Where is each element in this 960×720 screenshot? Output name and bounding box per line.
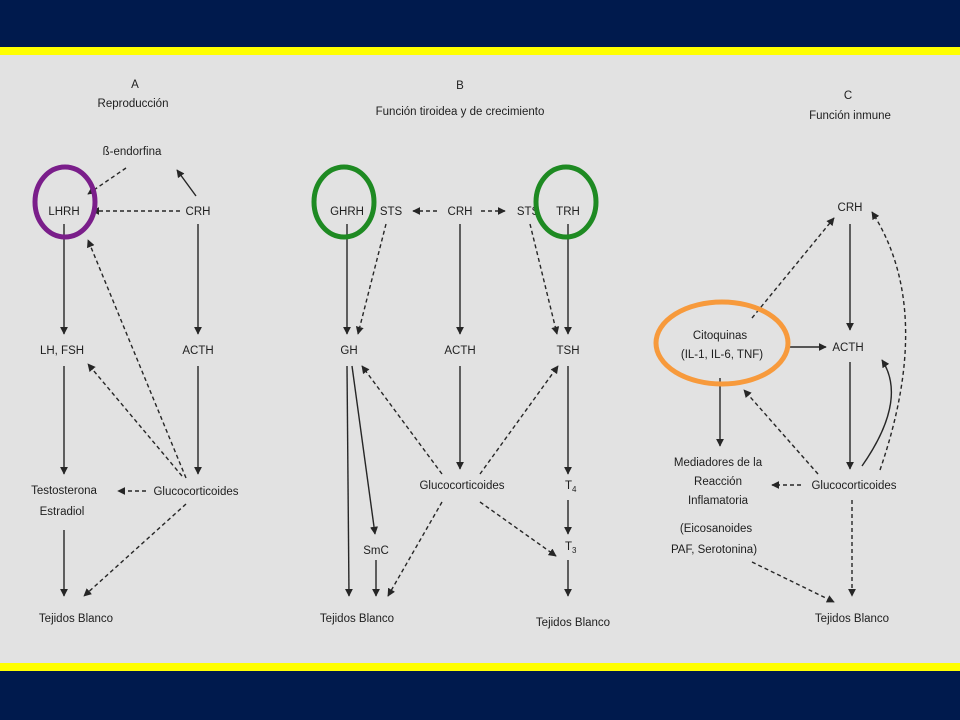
node-cytokines-line2: (IL-1, IL-6, TNF) <box>681 349 763 361</box>
node-mediators-line5: PAF, Serotonina) <box>671 544 757 556</box>
bottom-stripe <box>0 663 960 671</box>
node-crh-c: CRH <box>838 202 863 214</box>
diagram-panel <box>0 55 960 663</box>
node-glucocorticoids-b: Glucocorticoides <box>419 480 504 492</box>
node-t4: T4 <box>565 480 577 494</box>
arrow-gluco-to-lh <box>87 363 183 477</box>
t4-subscript: 4 <box>572 485 577 494</box>
arrow-crh-to-endorphin <box>176 169 197 197</box>
t4-letter: T <box>565 480 572 492</box>
node-sts-right: STS <box>517 206 540 218</box>
node-cytokines-line1: Citoquinas <box>693 330 748 342</box>
node-crh-a: CRH <box>186 206 211 218</box>
node-gh: GH <box>340 345 357 357</box>
arrow-sts-to-gh <box>355 223 387 335</box>
panel-c-title: Función inmune <box>809 110 891 122</box>
arrow-gluco-to-lhrh <box>87 239 187 479</box>
top-stripe <box>0 47 960 55</box>
node-crh-b: CRH <box>448 206 473 218</box>
node-glucocorticoids-c: Glucocorticoides <box>811 480 896 492</box>
panel-b-letter: B <box>456 80 464 92</box>
node-sts-left: STS <box>380 206 403 218</box>
node-trh: TRH <box>556 206 580 218</box>
panel-b: B Función tiroidea y de crecimiento GHRH… <box>320 80 610 629</box>
highlight-trh <box>533 164 599 240</box>
highlight-lhrh <box>32 164 98 240</box>
node-ghrh: GHRH <box>330 206 364 218</box>
arrow-gluco-to-gh <box>361 365 443 475</box>
node-lh-fsh: LH, FSH <box>40 345 84 357</box>
arrow-gluco-to-tsh <box>479 365 559 475</box>
panel-c: C Función inmune CRH Citoquinas (IL-1, I… <box>671 90 897 625</box>
node-lhrh: LHRH <box>48 206 79 218</box>
node-smc: SmC <box>363 545 389 557</box>
arrow-gh-to-smc <box>351 365 378 535</box>
arrow-cytokines-to-crh <box>751 217 835 319</box>
t3-subscript: 3 <box>572 546 577 555</box>
arrow-mediators-to-tissue <box>751 561 835 603</box>
arrow-gluco-to-acth-c <box>861 359 893 467</box>
arrow-gh-to-tissue <box>344 365 353 597</box>
panel-c-arrows <box>716 211 907 603</box>
node-testosterone: Testosterona <box>31 485 97 497</box>
node-mediators-line3: Inflamatoria <box>688 495 749 507</box>
node-acth-b: ACTH <box>444 345 475 357</box>
arrow-gluco-to-cytokines <box>743 389 819 475</box>
node-acth-c: ACTH <box>832 342 863 354</box>
node-acth-a: ACTH <box>182 345 213 357</box>
panel-c-letter: C <box>844 90 852 102</box>
node-target-tissues-b-left: Tejidos Blanco <box>320 613 394 625</box>
node-target-tissues-c: Tejidos Blanco <box>815 613 889 625</box>
node-glucocorticoids-a: Glucocorticoides <box>153 486 238 498</box>
panel-a-letter: A <box>131 79 139 91</box>
node-target-tissues-b-right: Tejidos Blanco <box>536 617 610 629</box>
highlight-cytokines <box>653 299 791 387</box>
node-beta-endorphin: ß-endorfina <box>103 146 162 158</box>
node-mediators-line4: (Eicosanoides <box>680 523 752 535</box>
arrow-sts-to-tsh <box>529 223 560 335</box>
node-mediators-line2: Reacción <box>694 476 742 488</box>
panel-b-arrows <box>343 207 572 597</box>
t3-letter: T <box>565 541 572 553</box>
node-tsh: TSH <box>557 345 580 357</box>
node-estradiol: Estradiol <box>40 506 85 518</box>
node-mediators-line1: Mediadores de la <box>674 457 763 469</box>
arrow-gluco-to-t3 <box>479 501 557 557</box>
panel-a-title: Reproducción <box>98 98 169 110</box>
highlight-ghrh <box>311 164 377 240</box>
panel-b-title: Función tiroidea y de crecimiento <box>376 106 545 118</box>
node-t3: T3 <box>565 541 577 555</box>
panel-a-arrows <box>60 167 202 597</box>
node-target-tissues-a: Tejidos Blanco <box>39 613 113 625</box>
arrow-gluco-to-crh-c <box>871 211 907 471</box>
panel-a: A Reproducción ß-endorfina LHRH CRH LH, … <box>31 79 239 625</box>
arrow-gluco-to-tissue-a <box>83 503 187 597</box>
